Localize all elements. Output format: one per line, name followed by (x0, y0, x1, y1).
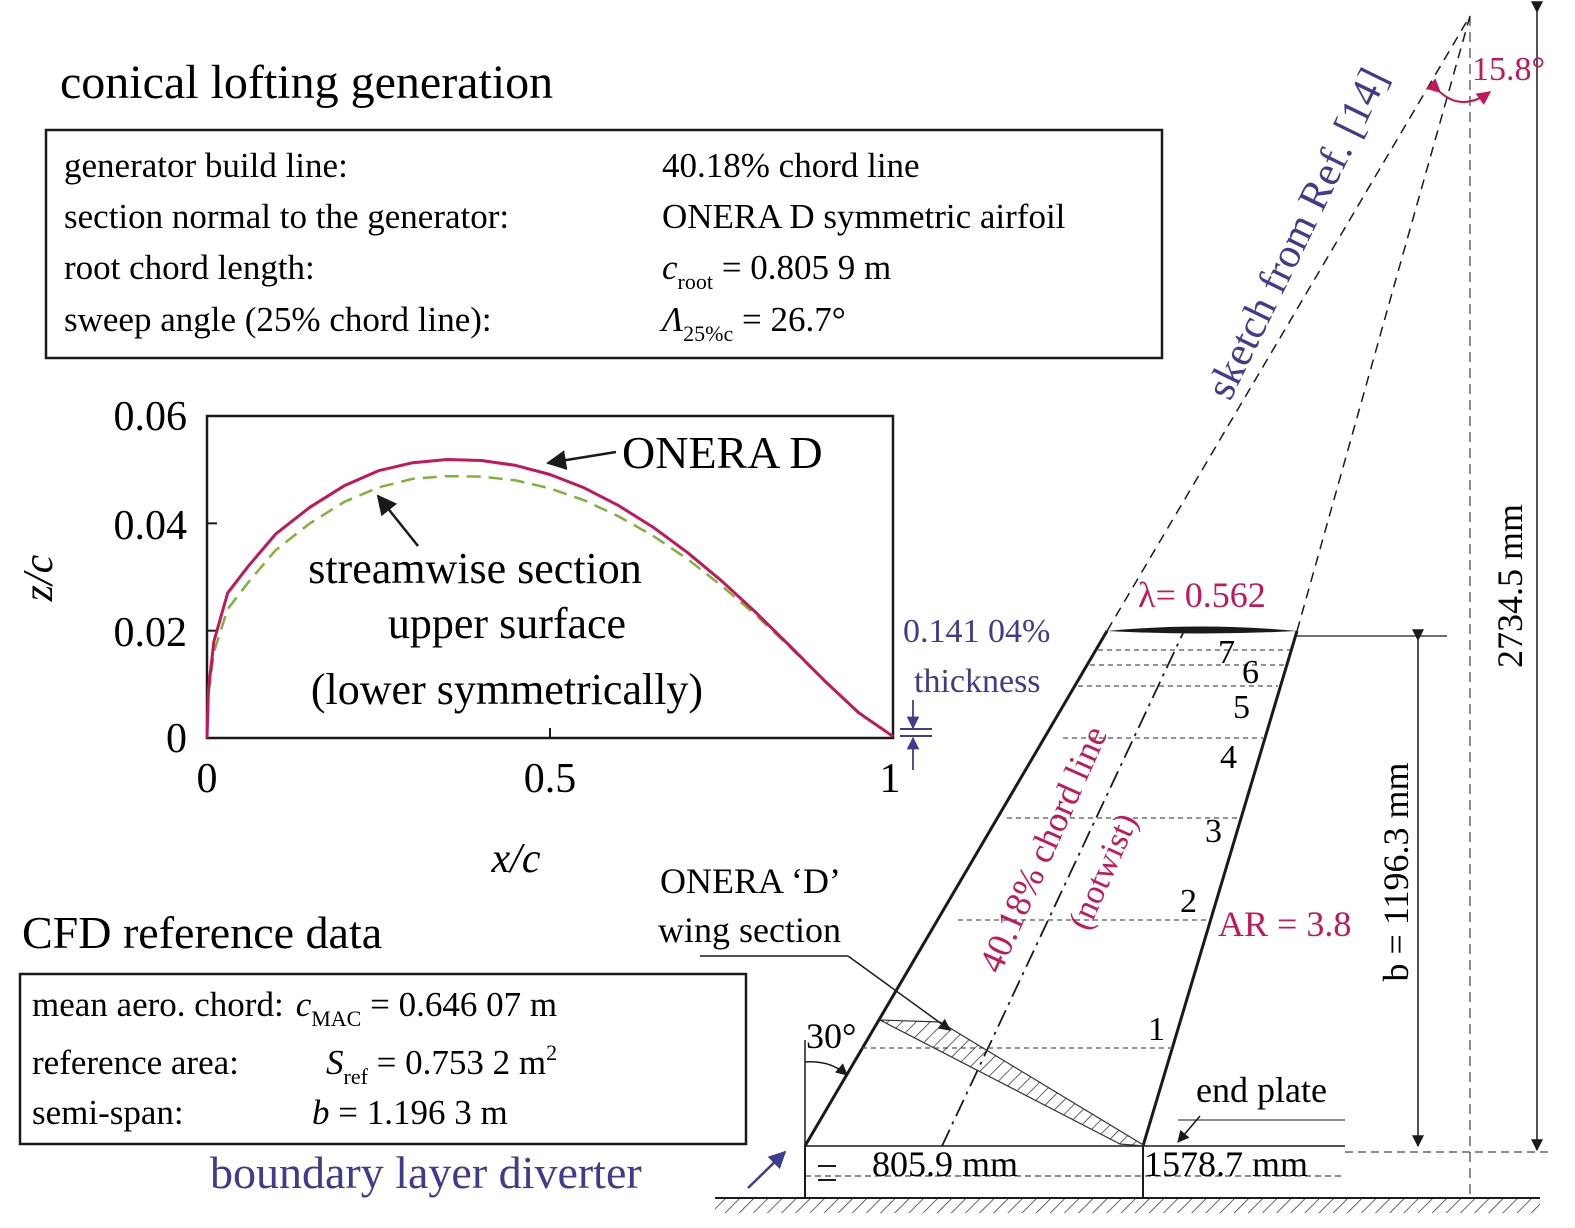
x-tick-label-0: 0 (197, 756, 218, 802)
station-label-4: 4 (1220, 739, 1237, 776)
cfd-table: mean aero. chord:cMAC = 0.646 07 m refer… (32, 985, 557, 1132)
total-height-label: 2734.5 mm (1490, 504, 1530, 668)
aspect-ratio-label: AR = 3.8 (1218, 904, 1351, 944)
series-line-1 (205, 474, 894, 739)
lofting-row-2-label: section normal to the generator: (64, 197, 509, 236)
wing-section-label-2: wing section (658, 910, 841, 950)
apex-angle-label: 15.8° (1472, 51, 1545, 88)
lofting-row-1-value: 40.18% chord line (662, 146, 920, 185)
station-lines (862, 649, 1290, 1049)
wing-section-arrow (847, 955, 951, 1031)
lofting-table: generator build line: 40.18% chord line … (64, 146, 1066, 346)
tip-section (1107, 626, 1297, 634)
trailing-edge (1141, 630, 1299, 1147)
y-tick-marks (207, 415, 217, 739)
leading-edge (803, 630, 1109, 1147)
station-label-1: 1 (1148, 1011, 1165, 1048)
taper-label: λ= 0.562 (1138, 575, 1266, 615)
cfd-row-3-value: b = 1.196 3 m (312, 1093, 508, 1132)
x-tick-label-1: 0.5 (524, 756, 577, 802)
cfd-row-3-label: semi-span: (32, 1093, 184, 1132)
thickness-label: thickness (914, 663, 1041, 700)
offset-label: 1578.7 mm (1144, 1144, 1308, 1184)
station-labels: 1 2 3 4 5 6 7 (1148, 634, 1259, 1048)
x-axis-label: x/c (491, 836, 541, 882)
x-tick-label-2: 1 (880, 756, 901, 802)
wing-planform: 1 2 3 4 5 6 7 ONERA ‘D’ wing section 30°… (658, 1, 1550, 1213)
onera-d-label: ONERA D (622, 427, 823, 478)
upper-surface-label: upper surface (388, 599, 626, 648)
te-extension (1296, 15, 1471, 632)
onera-d-arrow (546, 450, 617, 470)
y-tick-label-1: 0.02 (114, 610, 188, 656)
thickness-value: 0.141 04% (903, 613, 1050, 650)
apex-angle-arc (1425, 78, 1492, 106)
chord-line-4018 (941, 630, 1185, 1147)
series-line-0 (205, 458, 894, 739)
sketch-ref-label: sketch from Ref. [14] (1198, 61, 1398, 406)
x-tick-marks (206, 728, 894, 738)
wing-section-hatch (879, 1019, 1146, 1147)
lofting-title: conical lofting generation (60, 56, 553, 109)
lofting-row-4-label: sweep angle (25% chord line): (64, 300, 492, 339)
lofting-row-3-label: root chord length: (64, 248, 315, 287)
streamwise-label: streamwise section (308, 544, 642, 593)
span-label: b = 1196.3 mm (1376, 763, 1416, 982)
station-label-7: 7 (1218, 634, 1235, 671)
station-label-5: 5 (1233, 689, 1250, 726)
cfd-row-2-label: reference area: (32, 1043, 239, 1082)
wing-section-label-1: ONERA ‘D’ (660, 861, 841, 901)
lofting-row-3-value: croot = 0.805 9 m (662, 248, 891, 294)
lofting-row-4-value: Λ25%c = 26.7° (659, 300, 846, 346)
ground-hatch (715, 1199, 1540, 1213)
root-chord-label: 805.9 mm (872, 1144, 1018, 1184)
station-label-3: 3 (1205, 813, 1222, 850)
angle-arc (804, 1061, 848, 1076)
y-tick-label-2: 0.04 (114, 503, 188, 549)
boundary-layer-arrow (747, 1150, 787, 1189)
lower-symmetric-label: (lower symmetrically) (311, 665, 703, 714)
cfd-table-box (18, 972, 748, 1146)
y-tick-label-3: 0.06 (114, 394, 188, 440)
boundary-layer-label: boundary layer diverter (210, 1147, 642, 1198)
cfd-row-2-value: Sref = 0.753 2 m2 (326, 1040, 557, 1089)
cfd-title: CFD reference data (22, 907, 382, 958)
end-plate-label: end plate (1196, 1070, 1327, 1110)
station-label-6: 6 (1242, 654, 1259, 691)
series-group (205, 458, 894, 739)
station-label-2: 2 (1180, 883, 1197, 920)
y-axis-label: z/c (16, 554, 62, 602)
y-tick-label-0: 0 (166, 716, 187, 762)
streamwise-arrow (376, 494, 419, 547)
cfd-row-1: mean aero. chord:cMAC = 0.646 07 m (32, 985, 557, 1031)
airfoil-chart: 0 0.02 0.04 0.06 0 0.5 1 x/c z/c ONERA D… (16, 394, 1050, 882)
root-angle-label: 30° (806, 1016, 856, 1056)
lofting-row-1-label: generator build line: (64, 146, 348, 185)
lofting-table-box (44, 128, 1164, 360)
le-extension (1106, 15, 1471, 632)
lofting-row-2-value: ONERA D symmetric airfoil (662, 197, 1066, 236)
